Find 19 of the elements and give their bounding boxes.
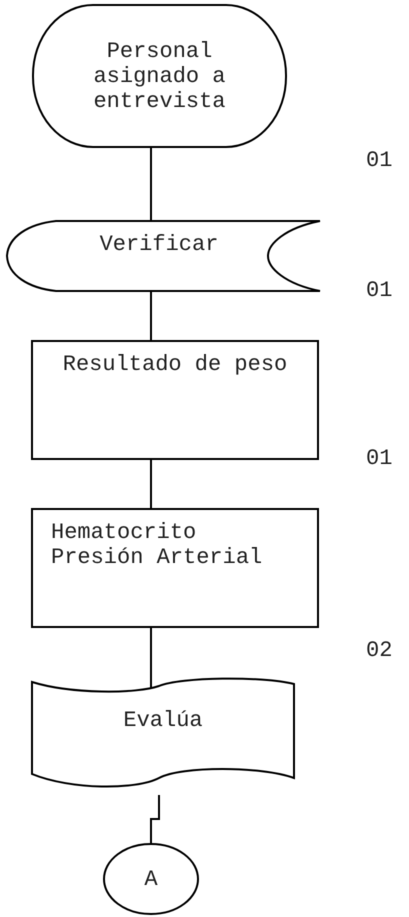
connector-line (150, 628, 152, 690)
node-text: Hematocrito Presión Arterial (51, 520, 264, 570)
node-text: Personal asignado a entrevista (92, 38, 227, 114)
node-text: A (144, 866, 158, 892)
node-text: Evalúa (122, 708, 204, 733)
step-number: 02 (366, 638, 392, 663)
connector-line (150, 795, 160, 843)
process-box (31, 508, 319, 628)
step-number: 01 (366, 278, 392, 303)
connector-line (150, 292, 152, 340)
process-box (31, 340, 319, 460)
node-text: Verificar (98, 232, 220, 257)
connector-circle (103, 843, 199, 915)
step-number: 01 (366, 148, 392, 173)
step-number: 01 (366, 446, 392, 471)
node-text: Resultado de peso (62, 352, 288, 377)
display-shape (6, 220, 320, 292)
connector-line (150, 460, 152, 508)
connector-line (150, 148, 152, 220)
